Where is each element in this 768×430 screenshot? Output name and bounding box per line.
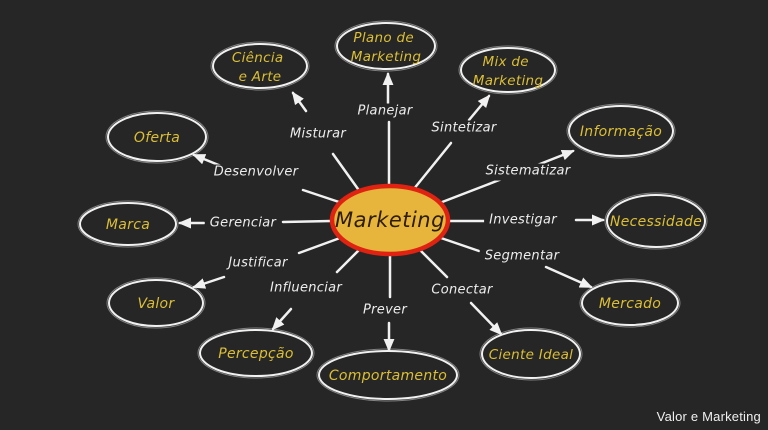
edge-justificar bbox=[192, 236, 342, 289]
edge-planejar bbox=[382, 72, 394, 189]
node-ellipse bbox=[108, 279, 204, 327]
edge-arrow bbox=[192, 153, 223, 168]
node-label: Mercado bbox=[599, 296, 661, 312]
edge-line bbox=[331, 152, 365, 198]
node-ellipse bbox=[107, 112, 207, 162]
node-ellipse-sketch bbox=[479, 327, 583, 381]
center-label: Marketing bbox=[335, 208, 445, 232]
node-ellipse bbox=[336, 22, 436, 70]
edge-label-misturar[interactable]: Misturar bbox=[285, 126, 351, 144]
edge-label-desenvolver[interactable]: Desenvolver bbox=[208, 164, 304, 182]
edge-conectar bbox=[418, 248, 503, 336]
edge-investigar bbox=[446, 214, 605, 226]
edge-line bbox=[335, 248, 361, 274]
edge-line bbox=[281, 219, 333, 224]
edge-label-sintetizar[interactable]: Sintetizar bbox=[426, 120, 502, 138]
edge-label-justificar[interactable]: Justificar bbox=[223, 255, 293, 273]
edge-label-segmentar[interactable]: Segmentar bbox=[479, 248, 565, 266]
edge-line bbox=[297, 236, 342, 255]
node-ellipse bbox=[318, 350, 458, 400]
node-label: Oferta bbox=[134, 130, 180, 146]
node-label: Ciência e Arte bbox=[232, 50, 288, 85]
node-necessidade[interactable]: Necessidade bbox=[604, 192, 708, 250]
edge-arrow bbox=[467, 94, 491, 122]
node-ellipse bbox=[568, 105, 674, 157]
edge-arrow bbox=[544, 265, 593, 289]
edge-gerenciar bbox=[178, 217, 333, 229]
node-oferta[interactable]: Oferta bbox=[105, 110, 209, 164]
node-ellipse-sketch bbox=[77, 200, 179, 248]
edge-sintetizar bbox=[411, 94, 491, 192]
node-marca[interactable]: Marca bbox=[77, 200, 179, 248]
node-ellipse-sketch bbox=[316, 348, 460, 402]
node-comportamento[interactable]: Comportamento bbox=[316, 348, 460, 402]
edge-arrow bbox=[271, 307, 293, 331]
center-node[interactable]: Marketing bbox=[329, 183, 451, 257]
node-ellipse bbox=[581, 280, 679, 326]
center-ellipse bbox=[329, 183, 451, 257]
edge-label-sistematizar[interactable]: Sistematizar bbox=[480, 163, 576, 181]
edge-line bbox=[435, 182, 491, 206]
node-valor[interactable]: Valor bbox=[106, 277, 206, 329]
node-ellipse bbox=[606, 194, 706, 248]
node-ciente-ideal[interactable]: Ciente Ideal bbox=[479, 327, 583, 381]
edge-label-prever[interactable]: Prever bbox=[357, 302, 413, 320]
edge-prever bbox=[383, 253, 395, 352]
edge-label-influenciar[interactable]: Influenciar bbox=[264, 280, 348, 298]
edge-segmentar bbox=[439, 236, 593, 289]
edge-line bbox=[439, 236, 481, 253]
node-label: Comportamento bbox=[329, 368, 447, 384]
edge-desenvolver bbox=[192, 153, 341, 204]
node-label: Informação bbox=[580, 124, 662, 140]
node-plano-de-marketing[interactable]: Plano de Marketing bbox=[334, 20, 438, 72]
node-ellipse-sketch bbox=[458, 45, 558, 95]
node-ellipse bbox=[481, 329, 581, 379]
edge-label-gerenciar[interactable]: Gerenciar bbox=[204, 215, 282, 233]
node-ellipse-sketch bbox=[197, 327, 315, 379]
node-mercado[interactable]: Mercado bbox=[579, 278, 681, 328]
node-ellipse bbox=[460, 47, 556, 93]
node-ellipse-sketch bbox=[579, 278, 681, 328]
node-ellipse-sketch bbox=[210, 41, 310, 91]
node-label: Necessidade bbox=[610, 214, 702, 230]
edge-label-planejar[interactable]: Planejar bbox=[352, 103, 418, 121]
node-label: Mix de Marketing bbox=[473, 54, 544, 89]
node-ellipse bbox=[79, 202, 177, 246]
edge-influenciar bbox=[271, 248, 361, 331]
edge-line bbox=[411, 141, 453, 192]
node-label: Valor bbox=[138, 296, 176, 312]
edge-arrow bbox=[291, 91, 308, 113]
node-ellipse-sketch bbox=[105, 110, 209, 164]
node-informacao[interactable]: Informação bbox=[566, 103, 676, 159]
node-ellipse-sketch bbox=[106, 277, 206, 329]
node-percepcao[interactable]: Percepção bbox=[197, 327, 315, 379]
edge-line bbox=[301, 188, 341, 204]
caption: Valor e Marketing bbox=[656, 409, 761, 424]
node-mix-de-marketing[interactable]: Mix de Marketing bbox=[458, 45, 558, 95]
node-ciencia-e-arte[interactable]: Ciência e Arte bbox=[210, 41, 310, 91]
node-ellipse bbox=[199, 329, 313, 377]
edge-arrow bbox=[469, 301, 503, 336]
node-ellipse-sketch bbox=[604, 192, 708, 250]
edge-line bbox=[418, 248, 449, 279]
node-ellipse-sketch bbox=[334, 20, 438, 72]
node-label: Plano de Marketing bbox=[351, 30, 422, 65]
edge-label-investigar[interactable]: Investigar bbox=[484, 212, 562, 230]
node-label: Percepção bbox=[218, 346, 294, 362]
node-ellipse-sketch bbox=[566, 103, 676, 159]
node-ellipse bbox=[212, 43, 308, 89]
edge-label-conectar[interactable]: Conectar bbox=[426, 282, 498, 300]
node-label: Marca bbox=[106, 217, 150, 233]
node-label: Ciente Ideal bbox=[489, 347, 573, 363]
edge-arrow bbox=[192, 275, 226, 289]
edge-misturar bbox=[291, 91, 365, 198]
